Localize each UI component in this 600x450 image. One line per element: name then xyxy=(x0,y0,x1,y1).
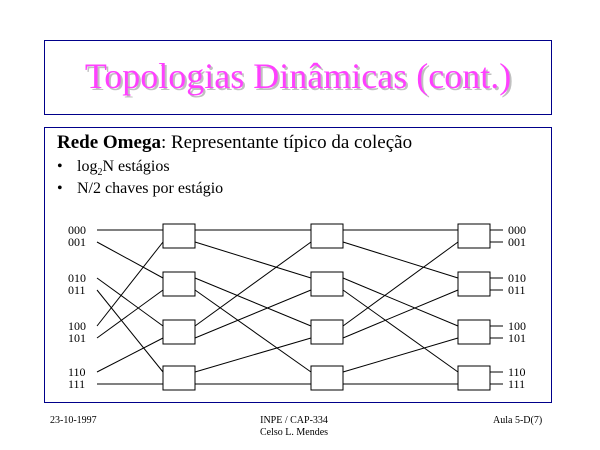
footer-course: INPE / CAP-334 Celso L. Mendes xyxy=(260,415,328,439)
output-label: 110 xyxy=(508,365,526,379)
bullet-stages: • log2N estágios xyxy=(57,158,170,178)
output-label: 111 xyxy=(508,377,525,391)
shuffle-wire xyxy=(342,241,459,279)
content-box: Rede Omega: Representante típico da cole… xyxy=(44,127,552,403)
content-heading: Rede Omega: Representante típico da cole… xyxy=(57,132,412,154)
output-label: 010 xyxy=(508,271,526,285)
output-label: 011 xyxy=(508,283,526,297)
bullet-log-base: 2 xyxy=(97,167,103,179)
shuffle-wire xyxy=(342,337,459,373)
shuffle-wire xyxy=(96,289,164,339)
input-label: 111 xyxy=(68,377,85,391)
switch-box xyxy=(457,319,491,345)
switch-box xyxy=(310,223,344,249)
heading-bold: Rede Omega xyxy=(57,132,161,153)
shuffle-wire xyxy=(194,289,312,373)
shuffle-wire xyxy=(342,289,459,373)
output-label: 101 xyxy=(508,331,526,345)
shuffle-wire xyxy=(342,241,459,327)
footer-slide-number: Aula 5-D(7) xyxy=(493,415,543,426)
shuffle-wire xyxy=(342,289,459,339)
input-label: 100 xyxy=(68,319,86,333)
switch-box xyxy=(162,319,196,345)
switch-box xyxy=(457,271,491,297)
output-label: 001 xyxy=(508,235,526,249)
output-label: 100 xyxy=(508,319,526,333)
heading-rest: : Representante típico da coleção xyxy=(160,132,413,153)
shuffle-wire xyxy=(96,277,164,327)
shuffle-wire xyxy=(96,241,164,327)
bullet-log: log xyxy=(77,158,98,175)
slide-title: Topologias Dinâmicas (cont.) xyxy=(84,56,512,96)
shuffle-wire xyxy=(96,289,164,373)
shuffle-wire xyxy=(96,337,164,373)
footer-date: 23-10-1997 xyxy=(50,415,97,426)
bullet-switches: • N/2 chaves por estágio xyxy=(57,180,223,198)
title-box: Topologias Dinâmicas (cont.) xyxy=(44,40,552,115)
input-label: 110 xyxy=(68,365,86,379)
input-label: 101 xyxy=(68,331,86,345)
switch-box xyxy=(310,271,344,297)
input-label: 000 xyxy=(68,223,86,237)
bullet-symbol: • xyxy=(57,158,63,175)
switch-box xyxy=(162,223,196,249)
switch-box xyxy=(457,223,491,249)
bullet-switches-text: N/2 chaves por estágio xyxy=(77,180,224,197)
footer-course-code: INPE / CAP-334 xyxy=(260,415,328,426)
shuffle-wire xyxy=(194,241,312,279)
input-label: 010 xyxy=(68,271,86,285)
switch-box xyxy=(310,365,344,391)
bullet-symbol: • xyxy=(57,180,63,197)
shuffle-wire xyxy=(194,241,312,327)
input-label: 001 xyxy=(68,235,86,249)
shuffle-wire xyxy=(194,337,312,373)
bullet-stages-text: N estágios xyxy=(102,158,170,175)
shuffle-wire xyxy=(194,277,312,327)
footer-author: Celso L. Mendes xyxy=(260,427,329,438)
switch-box xyxy=(310,319,344,345)
switch-box xyxy=(457,365,491,391)
switch-box xyxy=(162,365,196,391)
shuffle-wire xyxy=(194,289,312,339)
output-label: 000 xyxy=(508,223,526,237)
shuffle-wire xyxy=(96,241,164,279)
shuffle-wire xyxy=(342,277,459,327)
input-label: 011 xyxy=(68,283,86,297)
switch-box xyxy=(162,271,196,297)
